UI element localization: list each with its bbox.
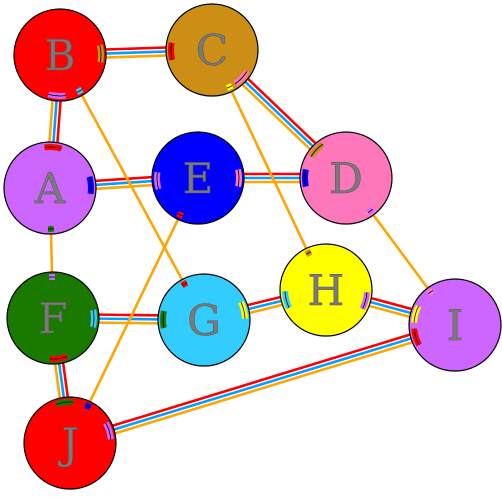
edges-layer xyxy=(44,44,457,449)
node-label-I: I xyxy=(447,301,464,350)
node-label-H: H xyxy=(308,266,345,315)
node-I: I xyxy=(408,278,502,372)
nodes-layer: B C A E D F G H I J xyxy=(3,3,502,490)
node-J: J xyxy=(23,396,117,490)
node-A: A xyxy=(3,141,97,235)
node-label-D: D xyxy=(329,154,363,203)
node-label-A: A xyxy=(34,164,66,213)
node-label-B: B xyxy=(45,31,76,80)
node-label-F: F xyxy=(38,294,67,343)
node-E: E xyxy=(151,131,245,225)
edge-J-I xyxy=(68,319,457,449)
node-C: C xyxy=(165,3,259,97)
node-label-J: J xyxy=(58,419,79,468)
node-D: D xyxy=(299,131,393,225)
node-F: F xyxy=(6,271,100,365)
edge-E-J xyxy=(68,177,200,444)
node-B: B xyxy=(13,8,107,102)
node-G: G xyxy=(157,273,251,367)
node-label-G: G xyxy=(187,296,221,345)
node-H: H xyxy=(279,243,373,337)
node-label-C: C xyxy=(196,26,228,75)
edge-B-G xyxy=(58,54,206,321)
node-label-E: E xyxy=(183,154,214,203)
